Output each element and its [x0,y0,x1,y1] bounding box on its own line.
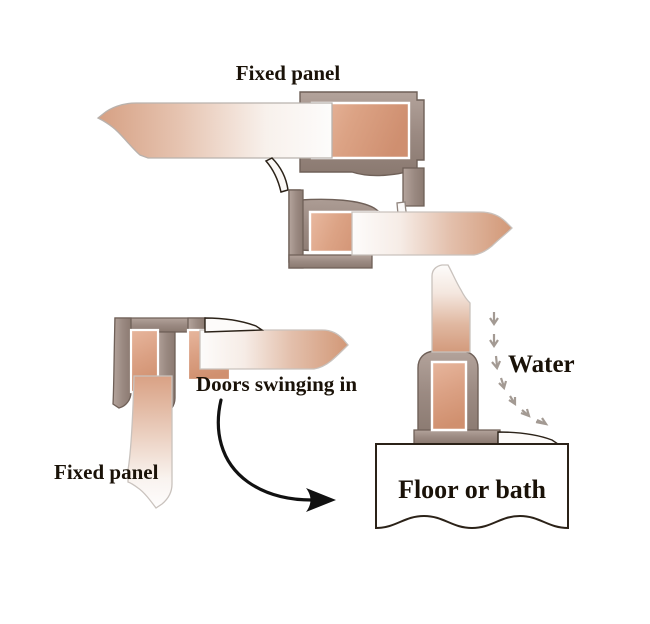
corner-seal-top-fin [204,317,265,333]
curved-arrow-head-icon [306,488,336,512]
sweep-drip-fin [497,431,561,445]
floor-or-bath-block [375,443,569,530]
assembly-bottom-sweep-seal [375,264,569,530]
sweep-copper-insert [430,360,468,432]
corner-seal-left-wall [112,317,132,409]
fixed-panel-glass-top [96,102,333,159]
label-water: Water [508,351,575,378]
fixed-panel-glass-corner [127,375,173,509]
door-panel-glass-corner [199,329,349,370]
label-floor-or-bath: Floor or bath [398,475,546,504]
label-doors-swinging-in: Doors swinging in [196,372,357,396]
doors-swinging-in-arrow [216,398,336,512]
assembly-middle-door-seal [288,189,513,269]
top-seal-channel-leg [402,167,425,207]
middle-seal-channel-foot [288,254,373,269]
assembly-corner-seal [112,317,349,509]
top-seal-inner-fin [264,157,289,193]
sweep-channel-foot [413,429,501,445]
label-fixed-panel-top: Fixed panel [236,61,341,85]
label-fixed-panel-bottom: Fixed panel [54,460,159,484]
door-panel-glass-middle [351,211,513,256]
door-panel-glass-bottom [431,264,471,353]
water-trail-arrows [489,312,549,426]
curved-arrow-icon [216,398,314,502]
